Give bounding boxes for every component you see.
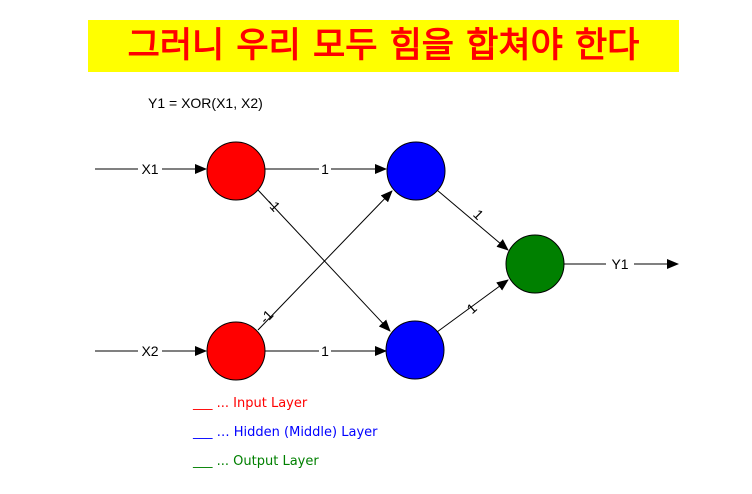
formula-label: Y1 = XOR(X1, X2) bbox=[148, 95, 263, 111]
output-label-y1: Y1 bbox=[611, 256, 628, 272]
hidden-node-2 bbox=[385, 320, 445, 380]
input-label-x1: X1 bbox=[141, 161, 158, 177]
legend-hidden: ___ … Hidden (Middle) Layer bbox=[192, 425, 378, 440]
input-node-x1 bbox=[206, 141, 266, 201]
edge-h2-out bbox=[436, 279, 509, 333]
input-node-x2 bbox=[206, 321, 266, 381]
weight-x1-h1: 1 bbox=[321, 161, 329, 177]
edge-x2-h1 bbox=[257, 190, 393, 331]
weight-x2-h1: -1 bbox=[256, 306, 276, 326]
headline-banner: 그러니 우리 모두 힘을 합쳐야 한다 bbox=[88, 20, 679, 72]
edge-x1-h2 bbox=[257, 189, 391, 332]
weight-x1-h2: -1 bbox=[264, 195, 284, 215]
hidden-node-1 bbox=[386, 141, 446, 201]
legend-input: ___ ... Input Layer bbox=[192, 396, 308, 411]
weight-x2-h2: 1 bbox=[321, 343, 329, 359]
output-node bbox=[505, 234, 565, 294]
legend-output: ___ ... Output Layer bbox=[192, 454, 319, 469]
input-label-x2: X2 bbox=[141, 343, 158, 359]
edge-h1-out bbox=[436, 189, 509, 251]
